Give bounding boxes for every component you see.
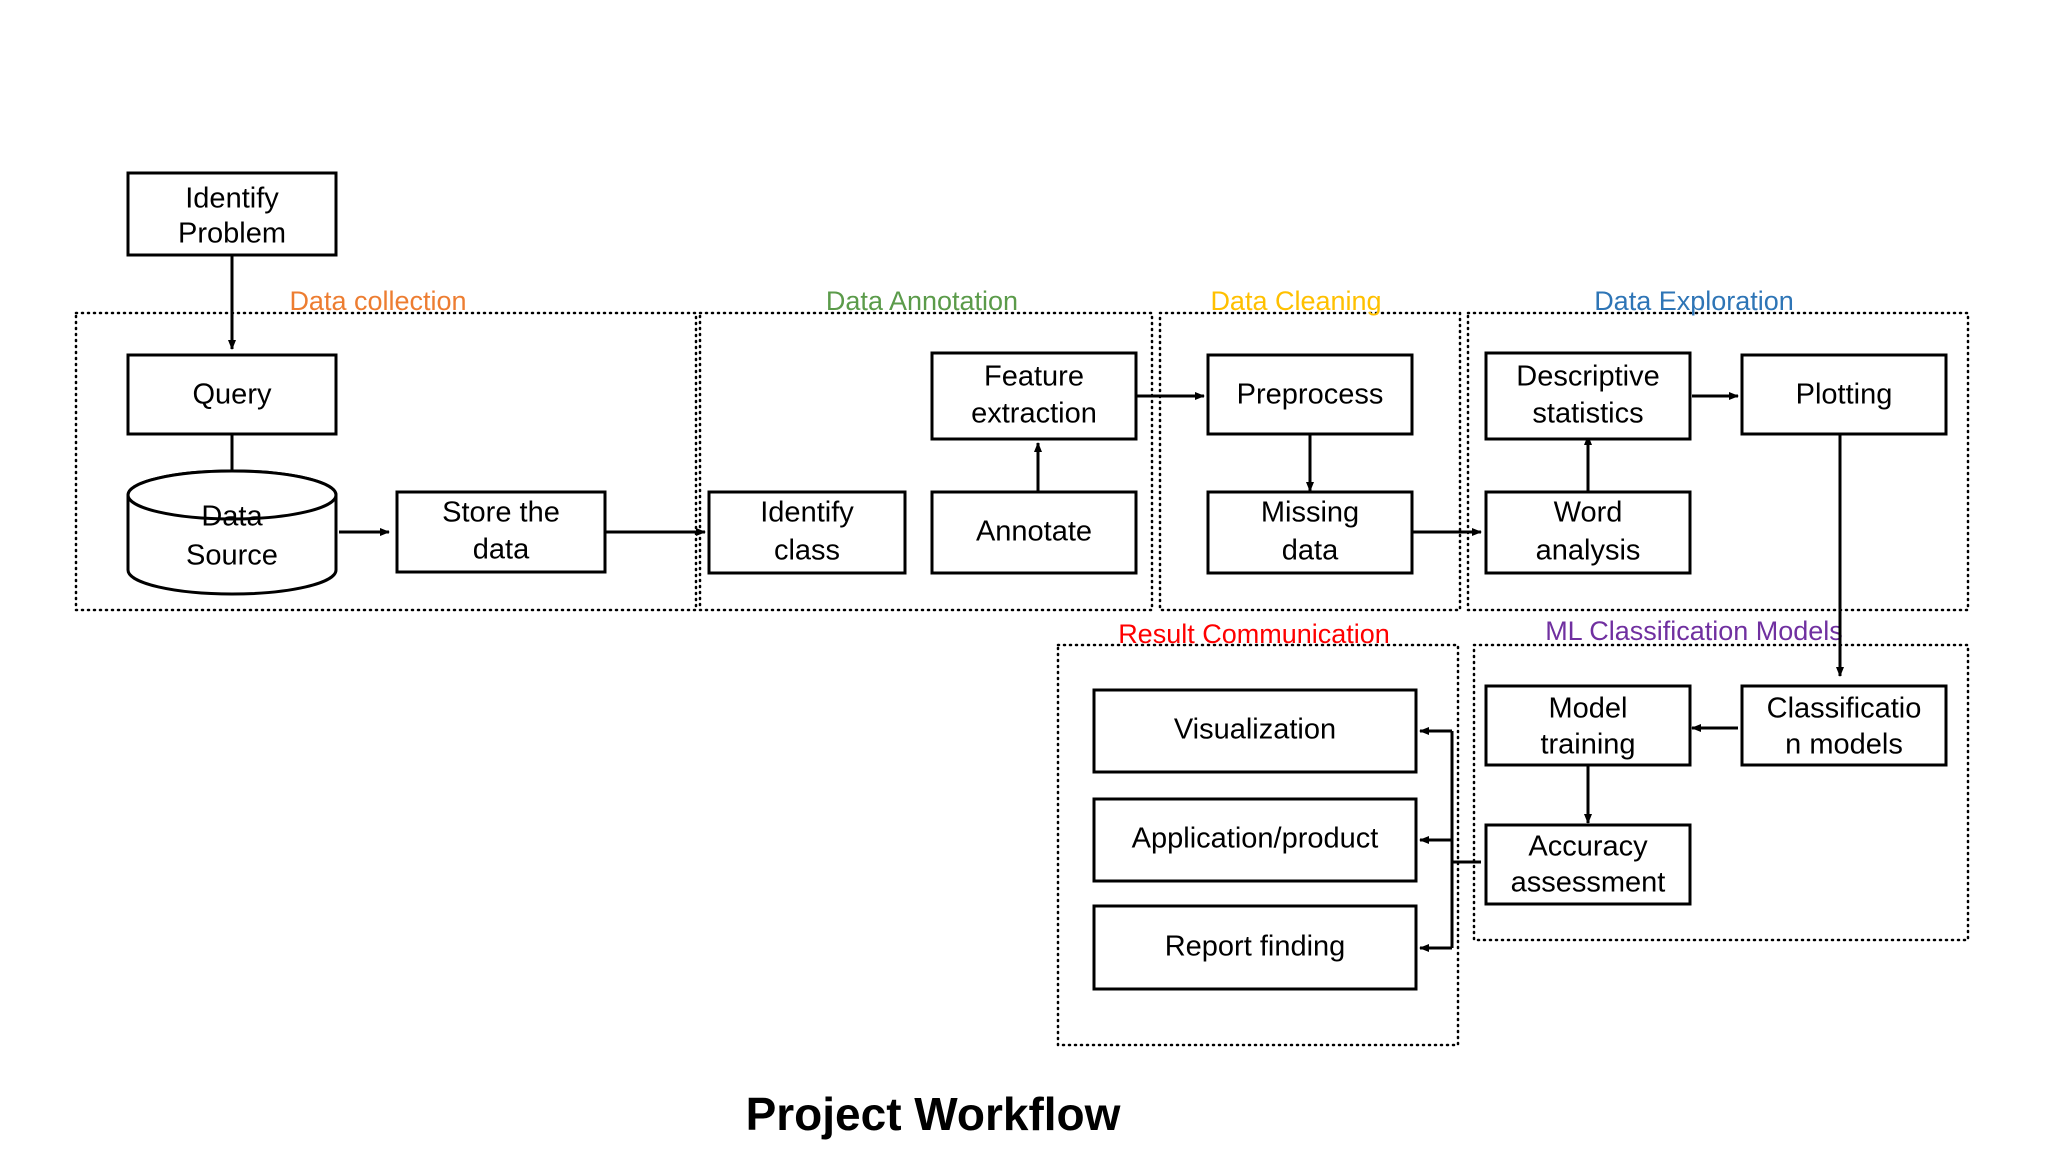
group-box-data-exploration <box>1466 311 1970 612</box>
node-identify-class[interactable]: Identify class <box>707 490 907 575</box>
node-visualization[interactable]: Visualization <box>1092 688 1418 774</box>
node-data-source-line-2: Source <box>186 540 278 572</box>
group-label-data-cleaning: Data Cleaning <box>1210 286 1381 316</box>
group-label-data-exploration: Data Exploration <box>1594 286 1794 316</box>
node-classification-models[interactable]: Classificatio n models <box>1740 684 1948 767</box>
node-identify-class-line-2: class <box>774 535 840 567</box>
node-accuracy-assessment-line-1: Accuracy <box>1528 831 1648 863</box>
node-plotting[interactable]: Plotting <box>1740 353 1948 436</box>
node-missing-data-line-1: Missing <box>1261 497 1359 529</box>
node-missing-data-line-2: data <box>1282 535 1339 567</box>
node-accuracy-assessment-line-2: assessment <box>1511 867 1666 899</box>
node-missing-data[interactable]: Missing data <box>1206 490 1414 575</box>
node-query-label: Query <box>193 379 272 411</box>
group-box-data-collection <box>74 311 698 612</box>
node-application-product-label: Application/product <box>1132 823 1379 855</box>
node-identify-problem-line-1: Identify <box>185 183 279 215</box>
group-box-data-cleaning <box>1158 311 1462 612</box>
group-label-data-collection: Data collection <box>289 286 466 316</box>
node-store-the-data-line-2: data <box>473 534 530 566</box>
node-classification-models-line-2: n models <box>1785 729 1903 761</box>
node-feature-extraction-line-2: extraction <box>971 398 1097 430</box>
node-plotting-label: Plotting <box>1796 379 1893 411</box>
node-descriptive-statistics[interactable]: Descriptive statistics <box>1484 351 1692 441</box>
node-application-product[interactable]: Application/product <box>1092 797 1418 883</box>
node-report-finding[interactable]: Report finding <box>1092 904 1418 991</box>
node-preprocess[interactable]: Preprocess <box>1206 353 1414 436</box>
node-identify-problem-line-2: Problem <box>178 218 286 250</box>
group-box-data-annotation <box>698 311 1154 612</box>
node-descriptive-statistics-line-1: Descriptive <box>1516 361 1659 393</box>
node-descriptive-statistics-line-2: statistics <box>1532 398 1643 430</box>
node-feature-extraction[interactable]: Feature extraction <box>930 351 1138 441</box>
group-box-ml-classification-models <box>1472 643 1970 942</box>
node-accuracy-assessment[interactable]: Accuracy assessment <box>1484 823 1692 906</box>
node-visualization-label: Visualization <box>1174 714 1336 746</box>
node-annotate[interactable]: Annotate <box>930 490 1138 575</box>
page-title: Project Workflow <box>746 1088 1121 1140</box>
node-model-training-line-2: training <box>1540 729 1635 761</box>
node-report-finding-label: Report finding <box>1165 931 1346 963</box>
node-model-training-line-1: Model <box>1549 693 1628 725</box>
node-annotate-label: Annotate <box>976 516 1092 548</box>
group-box-result-communication <box>1056 643 1460 1047</box>
node-data-source-line-1: Data <box>201 501 263 533</box>
node-data-source[interactable]: Data Source <box>126 469 338 596</box>
node-store-the-data-line-1: Store the <box>442 497 560 529</box>
group-label-data-annotation: Data Annotation <box>826 286 1018 316</box>
group-label-result-communication: Result Communication <box>1118 619 1390 649</box>
node-feature-extraction-line-1: Feature <box>984 361 1084 393</box>
node-word-analysis[interactable]: Word analysis <box>1484 490 1692 575</box>
group-label-ml-classification-models: ML Classification Models <box>1545 616 1843 646</box>
node-query[interactable]: Query <box>126 353 338 436</box>
node-identify-class-line-1: Identify <box>760 497 854 529</box>
node-word-analysis-line-2: analysis <box>1536 535 1641 567</box>
node-store-the-data[interactable]: Store the data <box>395 490 607 574</box>
node-classification-models-line-1: Classificatio <box>1767 693 1922 725</box>
node-word-analysis-line-1: Word <box>1554 497 1623 529</box>
node-identify-problem[interactable]: Identify Problem <box>126 171 338 257</box>
node-preprocess-label: Preprocess <box>1237 379 1384 411</box>
node-model-training[interactable]: Model training <box>1484 684 1692 767</box>
